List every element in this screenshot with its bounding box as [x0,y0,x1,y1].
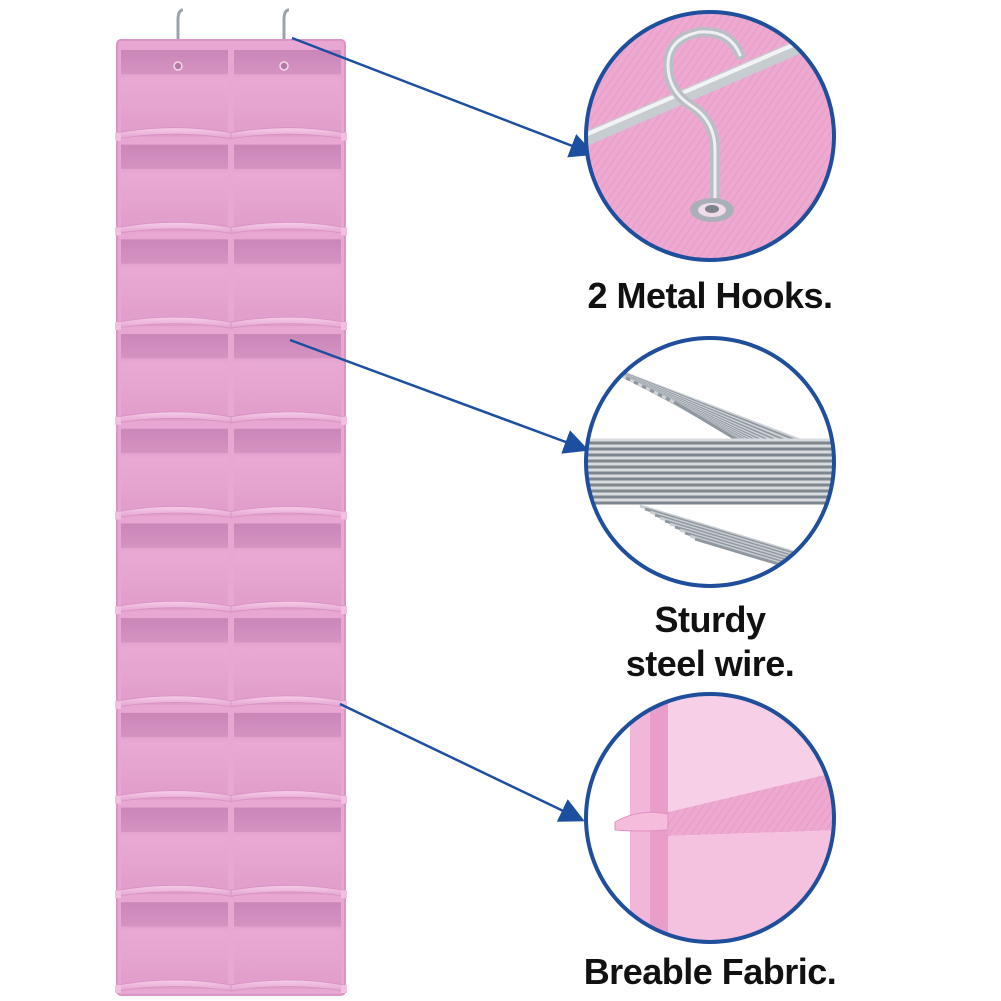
arrow-fabric [339,702,585,822]
side-seam-tab [115,700,121,709]
arrow-wire [289,338,590,454]
side-seam-tab [115,511,121,520]
organizer-pocket [230,428,345,518]
side-seam-tab [115,322,121,331]
metal-hook-icon [584,10,836,262]
caption-line: Sturdy [654,599,766,640]
caption-line: Breable Fabric. [583,951,837,992]
organizer-pocket [117,239,232,329]
side-seam-tab [341,985,347,993]
side-seam-tab [341,416,347,425]
organizer-pocket [230,144,345,234]
side-seam-tab [115,606,121,615]
side-seam-tab [341,322,347,331]
side-seam-tab [341,132,347,141]
organizer-pocket [230,334,345,424]
organizer-pocket [117,144,232,234]
organizer-pocket [230,523,345,613]
side-seam-tab [115,795,121,804]
organizer-pocket [117,618,232,708]
side-seam-tab [115,985,121,993]
side-seam-tab [115,227,121,236]
organizer-pocket [230,902,345,992]
organizer-pocket [117,334,232,424]
organizer-pockets [115,50,347,993]
organizer-pocket [117,807,232,897]
caption-steel-wire: Sturdy steel wire. [560,598,860,686]
fabric-seam-icon [584,692,836,944]
organizer-pocket [230,618,345,708]
side-seam-tab [341,606,347,615]
grommet-right [279,61,289,71]
arrow-hooks [291,36,595,158]
organizer-pocket [230,50,345,140]
organizer-top-hooks [176,8,290,40]
steel-wire-bundle-icon [584,336,836,588]
organizer-pocket [117,902,232,992]
side-seam-tab [341,511,347,520]
side-seam-tab [341,795,347,804]
side-seam-tab [115,890,121,899]
organizer-pocket [117,428,232,518]
caption-line: steel wire. [625,643,795,684]
side-seam-tab [115,132,121,141]
caption-line: 2 Metal Hooks. [587,275,833,316]
organizer-pocket [230,239,345,329]
caption-metal-hooks: 2 Metal Hooks. [560,274,860,318]
side-seam-tab [115,416,121,425]
side-seam-tab [341,227,347,236]
side-seam-tab [341,890,347,899]
caption-breathable-fabric: Breable Fabric. [545,950,875,994]
grommet-left [173,61,183,71]
organizer-pocket [117,712,232,803]
organizer-pocket [117,523,232,613]
